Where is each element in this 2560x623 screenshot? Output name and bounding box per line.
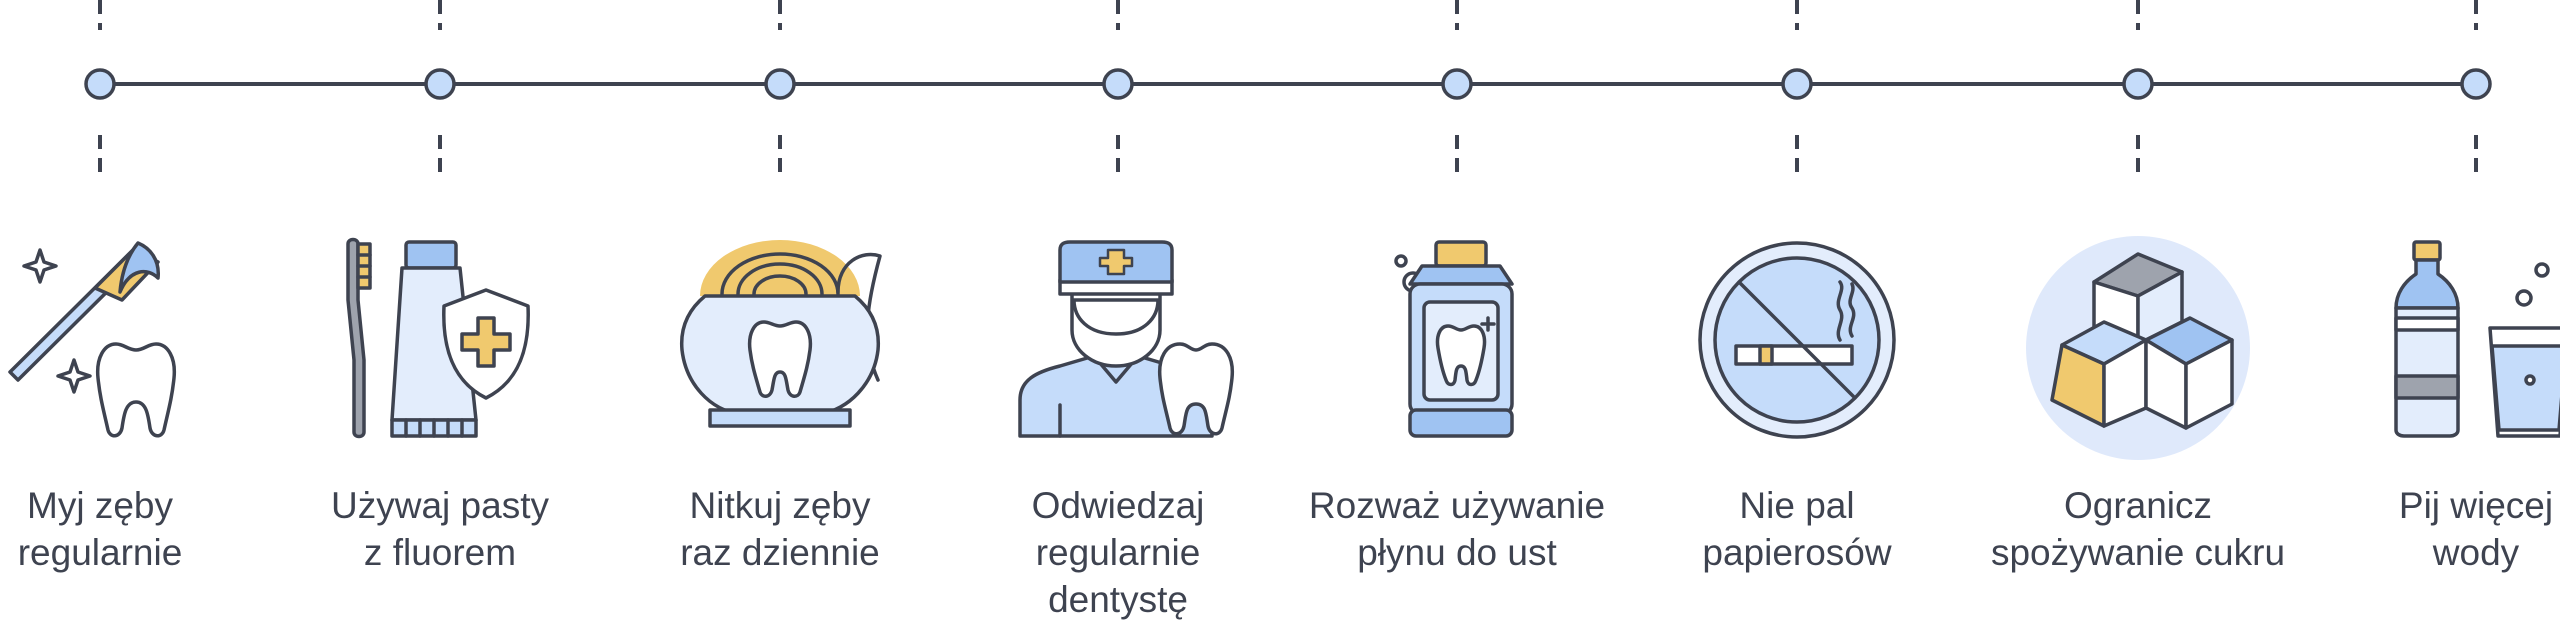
timeline-node <box>1102 68 1134 100</box>
mouthwash-icon <box>1394 240 1514 438</box>
step-label-line: Rozważ używanie <box>1308 485 1606 526</box>
step-label-line: Odwiedzaj <box>1031 485 1205 526</box>
step-label-4: Odwiedzaj regularnie dentystę <box>938 482 1298 623</box>
step-label-line: papierosów <box>1702 532 1892 573</box>
dentist-icon <box>1018 240 1235 438</box>
floss-icon <box>679 240 882 428</box>
step-label-line: wody <box>2432 532 2520 573</box>
step-label-5: Rozważ używanie płynu do ust <box>1277 482 1637 576</box>
step-label-7: Ogranicz spożywanie cukru <box>1958 482 2318 576</box>
step-label-line: Pij więcej <box>2398 485 2554 526</box>
water-icon <box>2394 240 2560 438</box>
timeline-nodes <box>84 68 2492 100</box>
timeline-node <box>764 68 796 100</box>
step-label-line: Nie pal <box>1739 485 1855 526</box>
timeline-node <box>1781 68 1813 100</box>
step-label-6: Nie pal papierosów <box>1617 482 1977 576</box>
timeline-connectors <box>98 0 2478 172</box>
timeline-node <box>2122 68 2154 100</box>
step-label-8: Pij więcej wody <box>2296 482 2560 576</box>
step-label-line: raz dziennie <box>680 532 880 573</box>
timeline-node <box>84 68 116 100</box>
step-label-line: regularnie <box>1035 532 1201 573</box>
step-label-line: Nitkuj zęby <box>689 485 871 526</box>
step-label-2: Używaj pasty z fluorem <box>260 482 620 576</box>
toothpaste-icon <box>346 237 530 439</box>
timeline-node <box>1441 68 1473 100</box>
no-smoking-icon <box>1698 241 1896 439</box>
step-label-line: regularnie <box>17 532 183 573</box>
step-label-line: Myj zęby <box>27 485 173 526</box>
step-label-1: Myj zęby regularnie <box>0 482 280 576</box>
timeline-node <box>2460 68 2492 100</box>
step-label-line: Używaj pasty <box>331 485 549 526</box>
step-label-line: spożywanie cukru <box>1990 532 2286 573</box>
step-label-3: Nitkuj zęby raz dziennie <box>600 482 960 576</box>
step-label-line: płynu do ust <box>1357 532 1557 573</box>
sugar-cubes-icon <box>2026 236 2250 460</box>
toothbrush-icon <box>8 241 177 438</box>
step-label-line: dentystę <box>1048 579 1188 620</box>
timeline-node <box>424 68 456 100</box>
step-label-line: z fluorem <box>363 532 517 573</box>
step-label-line: Ogranicz <box>2063 485 2213 526</box>
